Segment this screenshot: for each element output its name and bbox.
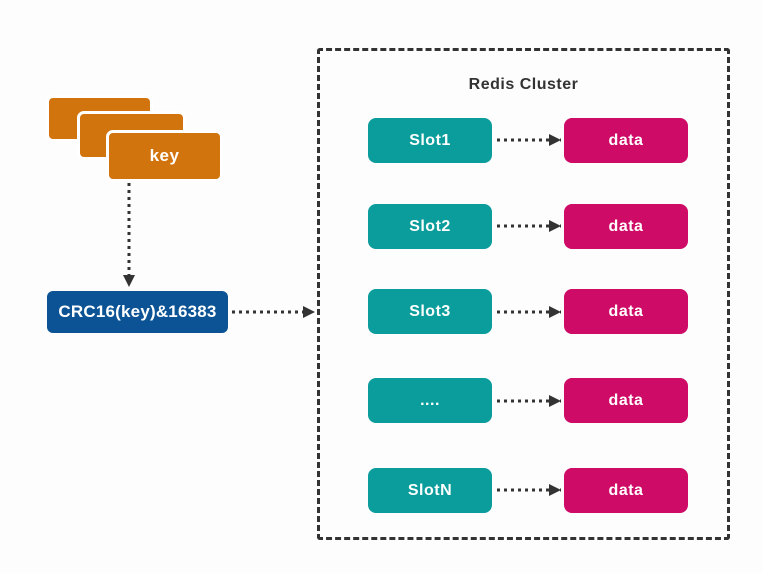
cluster-container [317,48,730,540]
crc-hash-label: CRC16(key)&16383 [58,302,217,321]
slot-box-3: Slot3 [368,289,492,334]
slot-box-2: Slot2 [368,204,492,249]
data-label: data [608,391,644,409]
data-label: data [608,217,644,235]
slot-label: Slot2 [409,217,451,235]
data-label: data [608,302,644,320]
data-box-4: data [564,378,688,423]
data-box-1: data [564,118,688,163]
slot-label: Slot3 [409,302,451,320]
crc-hash-box: CRC16(key)&16383 [47,291,228,333]
data-box-3: data [564,289,688,334]
data-box-2: data [564,204,688,249]
slot-label: .... [420,391,440,409]
data-box-5: data [564,468,688,513]
data-label: data [608,481,644,499]
slot-label: SlotN [407,481,453,499]
slot-label: Slot1 [409,131,451,149]
key-card-front: key [106,130,223,182]
slot-box-ellipsis: .... [368,378,492,423]
key-label: key [149,146,180,165]
cluster-title: Redis Cluster [468,76,579,93]
data-label: data [608,131,644,149]
slot-box-1: Slot1 [368,118,492,163]
slot-box-n: SlotN [368,468,492,513]
